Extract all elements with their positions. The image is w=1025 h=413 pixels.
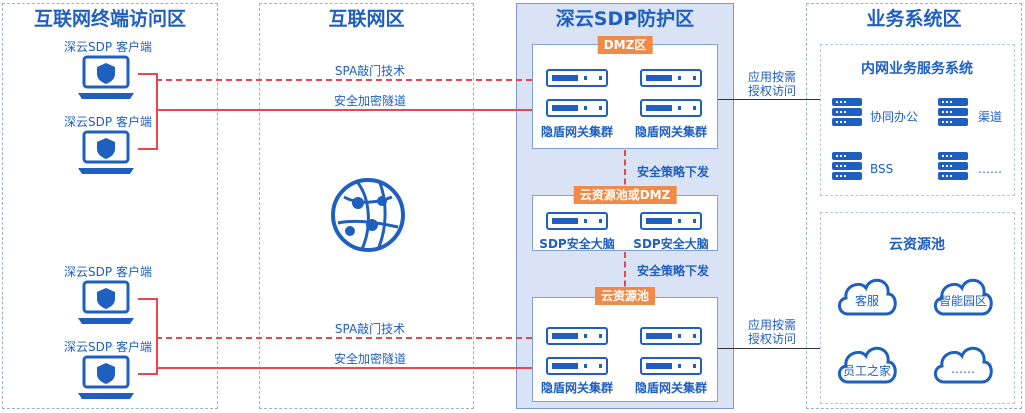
intranet-item: 渠道: [978, 110, 1003, 124]
laptop-icon: [78, 130, 134, 174]
access-link-top: [718, 99, 820, 100]
spa-link-bottom: [156, 337, 532, 339]
client4-stub: [138, 373, 156, 375]
client-label-4: 深云SDP 客户端: [64, 340, 152, 354]
terminal-zone: 互联网终端访问区: [2, 3, 218, 409]
laptop-icon: [78, 355, 134, 399]
server-icon: [546, 212, 608, 230]
server-icon: [640, 69, 702, 87]
access-link-bottom: [718, 348, 820, 349]
server-icon: [640, 99, 702, 117]
server-icon: [640, 212, 702, 230]
server-rack-icon: [938, 152, 968, 182]
client3-stub: [138, 298, 156, 300]
dmz-panel: [532, 44, 718, 149]
server-rack-icon: [832, 98, 862, 128]
gateway-cluster-label: 隐盾网关集群: [540, 125, 614, 139]
client-link-vertical: [156, 73, 158, 150]
business-zone: 业务系统区: [806, 3, 1022, 409]
access-label-bottom-2: 授权访问: [748, 332, 797, 346]
cloud-item: 智能园区: [938, 294, 988, 308]
cloud-icon: [934, 346, 993, 384]
gateway-cluster-label: 隐盾网关集群: [540, 381, 614, 395]
server-rack-icon: [938, 98, 968, 128]
intranet-item: 协同办公: [870, 110, 919, 124]
globe-icon: [331, 178, 405, 252]
tunnel-label-top: 安全加密隧道: [333, 94, 407, 108]
cloud-pool-title: 云资源池: [889, 237, 945, 253]
client1-stub: [138, 73, 156, 75]
cloud-item: ……: [951, 362, 975, 376]
cloud-item: 客服: [854, 294, 880, 308]
terminal-zone-title: 互联网终端访问区: [33, 8, 186, 30]
client-label-2: 深云SDP 客户端: [64, 115, 152, 129]
intranet-item: ……: [978, 162, 1002, 176]
internet-zone: 互联网区: [259, 3, 474, 409]
business-zone-title: 业务系统区: [866, 8, 962, 30]
client2-stub: [138, 148, 156, 150]
server-rack-icon: [832, 152, 862, 182]
access-label-bottom-1: 应用按需: [748, 318, 797, 332]
server-icon: [640, 327, 702, 345]
cloud-icon: [934, 278, 993, 316]
internet-zone-title: 互联网区: [328, 8, 405, 30]
cloud-pool-gateway-panel: [532, 297, 718, 402]
spa-label-top: SPA敲门技术: [334, 64, 406, 78]
spa-label-bottom: SPA敲门技术: [334, 322, 406, 336]
tunnel-link-bottom: [156, 367, 532, 369]
client-link-vertical: [156, 298, 158, 375]
cloud-icon: [838, 278, 897, 316]
policy-label-top: 安全策略下发: [636, 165, 710, 179]
policy-link-top: [624, 150, 626, 194]
client-label-1: 深云SDP 客户端: [64, 40, 152, 54]
cloud-or-dmz-tag: 云资源池或DMZ: [573, 186, 677, 204]
laptop-icon: [78, 55, 134, 99]
spa-link-top: [156, 79, 532, 81]
server-icon: [640, 357, 702, 375]
laptop-icon: [78, 280, 134, 324]
sdp-brain-label: SDP安全大脑: [633, 237, 709, 251]
tunnel-link-top: [156, 109, 532, 111]
policy-link-bottom: [624, 252, 626, 296]
sdp-zone-title: 深云SDP防护区: [555, 8, 695, 30]
server-icon: [546, 327, 608, 345]
intranet-item: BSS: [870, 162, 894, 176]
gateway-cluster-label: 隐盾网关集群: [634, 381, 708, 395]
cloud-pool-tag: 云资源池: [594, 287, 656, 305]
server-icon: [546, 99, 608, 117]
server-icon: [546, 357, 608, 375]
server-icon: [546, 69, 608, 87]
intranet-title: 内网业务服务系统: [861, 61, 973, 77]
policy-label-bottom: 安全策略下发: [636, 264, 710, 278]
tunnel-label-bottom: 安全加密隧道: [333, 352, 407, 366]
gateway-cluster-label: 隐盾网关集群: [634, 125, 708, 139]
client-label-3: 深云SDP 客户端: [64, 265, 152, 279]
sdp-brain-label: SDP安全大脑: [539, 237, 615, 251]
access-label-top-2: 授权访问: [748, 84, 797, 98]
access-label-top-1: 应用按需: [748, 70, 797, 84]
cloud-icon: [838, 346, 897, 384]
cloud-item: 员工之家: [842, 364, 892, 378]
dmz-tag: DMZ区: [597, 36, 653, 54]
